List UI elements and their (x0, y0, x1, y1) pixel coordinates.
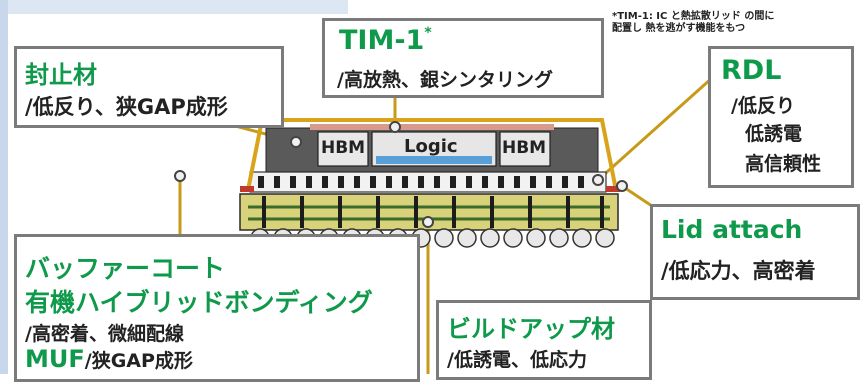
logic-chip-band (376, 156, 492, 164)
rdl-title: RDL (721, 55, 782, 86)
rdl-desc3: 高信頼性 (745, 153, 822, 175)
hbm-right-chip (499, 131, 551, 167)
rdl-desc2: 低誘電 (745, 123, 803, 145)
sealant-callout: 封止材 /低反り、狭GAP成形 (14, 46, 284, 128)
rdl-callout: RDL /低反り 低誘電 高信頼性 (708, 46, 854, 188)
sealant-title: 封止材 (25, 61, 97, 89)
leader-rdl (596, 76, 714, 182)
package-diagram (174, 76, 714, 374)
micro-bumps (258, 176, 584, 188)
hbm-left-label: HBM (321, 138, 366, 158)
lid-foot-left (240, 186, 254, 192)
buffer-coat-callout: バッファーコート 有機ハイブリッドボンディング /高密着、微細配線 MUF/狭G… (14, 234, 420, 382)
tim-footnote-line2: 配置し 熱を逃がす機能をもつ (612, 23, 746, 34)
buffer-desc: /高密着、微細配線 (25, 323, 184, 345)
buildup-callout: ビルドアップ材 /低誘電、低応力 (436, 300, 652, 380)
title-band-remnant (8, 0, 348, 14)
tim-title: TIM-1 (339, 25, 425, 56)
muf-desc: /狭GAP成形 (84, 350, 193, 372)
buffer-title2: 有機ハイブリッドボンディング (25, 288, 373, 317)
left-accent-bar (0, 0, 8, 374)
rdl-interposer (249, 171, 607, 193)
hbm-left-chip (317, 131, 369, 167)
tim-footnote: *TIM-1: IC と熱拡散リッド の間に 配置し 熱を逃がす機能をもつ (612, 11, 774, 35)
logic-label: Logic (404, 136, 458, 157)
tim-footnote-line1: *TIM-1: IC と熱拡散リッド の間に (612, 11, 775, 22)
buffer-title1: バッファーコート (25, 254, 226, 283)
buffer-muf-line: MUF/狭GAP成形 (25, 345, 193, 373)
tim-layer (310, 124, 554, 130)
hbm-right-label: HBM (502, 138, 547, 158)
lid-attach-title: Lid attach (661, 215, 803, 244)
rdl-desc1: /低反り (731, 95, 795, 117)
lid-attach-callout: Lid attach /低応力、高密着 (650, 204, 860, 300)
substrate-vias (262, 196, 604, 228)
heat-spreader-lid (246, 118, 618, 191)
lid-attach-desc: /低応力、高密着 (661, 259, 816, 283)
tim-callout: TIM-1* /高放熱、銀シンタリング (322, 18, 604, 98)
tim-mark: * (424, 25, 432, 41)
sealant-desc: /低反り、狭GAP成形 (25, 95, 228, 119)
buildup-desc: /低誘電、低応力 (447, 349, 587, 371)
lid-foot-right (606, 186, 620, 192)
buildup-title: ビルドアップ材 (447, 315, 615, 343)
tim-desc: /高放熱、銀シンタリング (337, 69, 553, 91)
leader-lid (621, 184, 653, 208)
muf-title: MUF (25, 345, 85, 373)
pointer-dots (174, 121, 628, 228)
